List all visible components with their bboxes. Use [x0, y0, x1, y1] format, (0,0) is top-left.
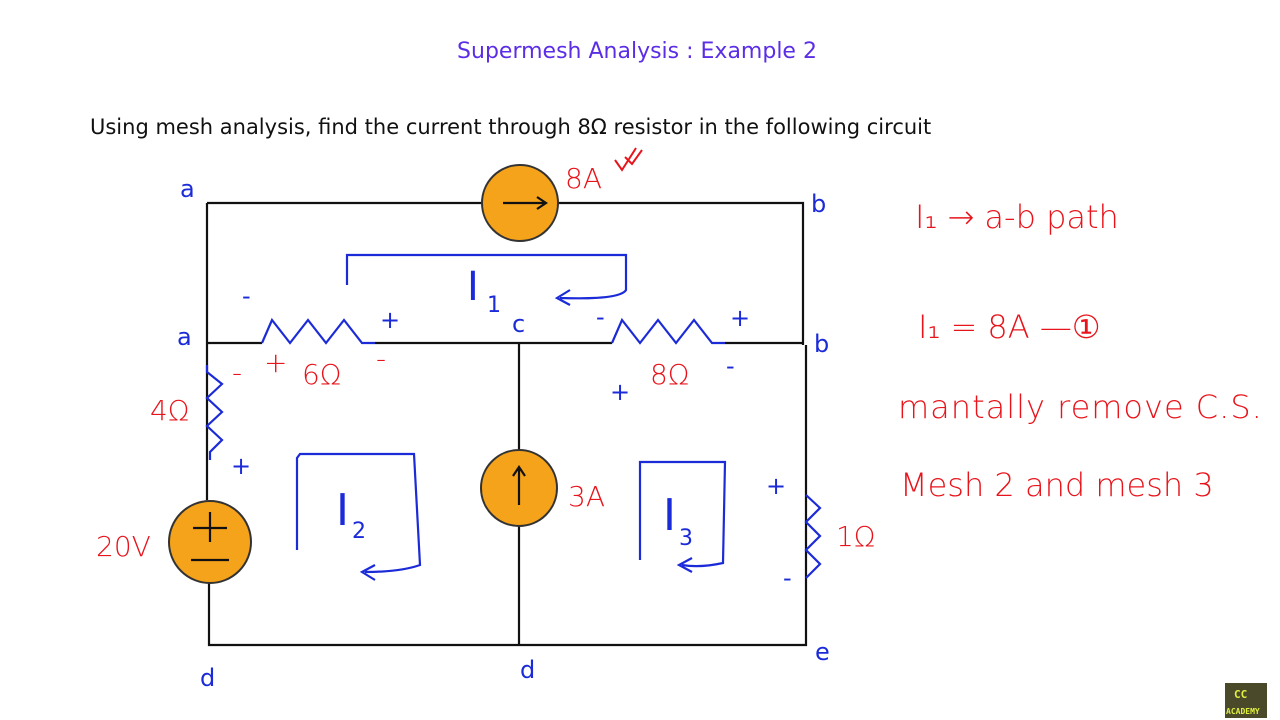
- mesh-label-i2-sub: 2: [352, 519, 366, 544]
- slide-title: Supermesh Analysis : Example 2: [457, 39, 817, 64]
- label-3a: 3A: [568, 480, 605, 513]
- current-source-8a: [481, 164, 559, 242]
- notes: I₁ → a-b path I₁ = 8A —① mantally remove…: [898, 198, 1263, 504]
- label-1ohm: 1Ω: [836, 520, 875, 553]
- current-source-3a: [480, 449, 558, 527]
- polarity-marks: - + + - - + + - - + + -: [231, 282, 792, 592]
- node-c: c: [512, 310, 525, 338]
- node-a-mid: a: [177, 323, 192, 351]
- minus-sign: -: [242, 282, 251, 310]
- node-b-top: b: [811, 190, 826, 218]
- minus-sign: -: [596, 303, 605, 331]
- mesh-label-i1-sub: 1: [487, 293, 501, 318]
- minus-sign: -: [726, 352, 735, 380]
- label-8a: 8A: [565, 162, 602, 195]
- mesh-label-i3-sub: 3: [679, 526, 693, 551]
- label-4ohm: 4Ω: [150, 394, 189, 427]
- arrow-right-icon: [503, 196, 548, 210]
- plus-sign: +: [380, 306, 400, 334]
- resistor-8ohm: [610, 317, 725, 345]
- node-e: e: [815, 638, 830, 666]
- note-line: Mesh 2 and mesh 3: [900, 466, 1214, 504]
- mesh-loop-2: I 2: [295, 452, 422, 581]
- mesh-loop-1: I 1: [345, 253, 628, 318]
- minus-sign: -: [232, 356, 242, 389]
- node-b-mid: b: [814, 330, 829, 358]
- note-line: mantally remove C.S.: [898, 388, 1263, 426]
- node-d-mid: d: [520, 656, 535, 684]
- node-a-top: a: [180, 175, 195, 203]
- label-20v: 20V: [96, 530, 151, 563]
- label-8ohm: 8Ω: [650, 358, 689, 391]
- circuit-wires: [205, 201, 808, 647]
- plus-sign: +: [730, 304, 750, 332]
- plus-sign: +: [231, 452, 251, 480]
- question-text: Using mesh analysis, find the current th…: [90, 115, 931, 139]
- node-d-left: d: [200, 664, 215, 692]
- arrow-up-icon: [512, 465, 526, 505]
- minus-sign: -: [376, 342, 386, 375]
- plus-sign: +: [610, 378, 630, 406]
- cc-academy-logo: CC ACADEMY: [1225, 683, 1267, 718]
- mesh-label-i1: I: [467, 264, 479, 310]
- plus-sign: +: [264, 346, 287, 379]
- component-values: 8A 6Ω 8Ω 4Ω 20V 3A 1Ω: [96, 147, 875, 563]
- resistor-6ohm: [260, 317, 375, 345]
- resistor-1ohm: [804, 494, 822, 579]
- mesh-label-i3: I: [663, 490, 676, 541]
- plus-minus-icon: [191, 512, 229, 562]
- mesh-loop-3: I 3: [638, 460, 727, 573]
- note-line: I₁ = 8A —①: [918, 308, 1101, 346]
- logo-line2: ACADEMY: [1226, 707, 1260, 716]
- note-line: I₁ → a-b path: [915, 198, 1119, 236]
- mesh-label-i2: I: [336, 485, 349, 536]
- node-labels: a b a b c d d e: [177, 175, 830, 692]
- checkmark-icon: [614, 147, 643, 172]
- minus-sign: -: [783, 564, 792, 592]
- voltage-source-20v: [168, 500, 252, 584]
- label-6ohm: 6Ω: [302, 358, 341, 391]
- resistor-4ohm: [205, 365, 224, 460]
- plus-sign: +: [766, 472, 786, 500]
- logo-line1: CC: [1234, 688, 1247, 701]
